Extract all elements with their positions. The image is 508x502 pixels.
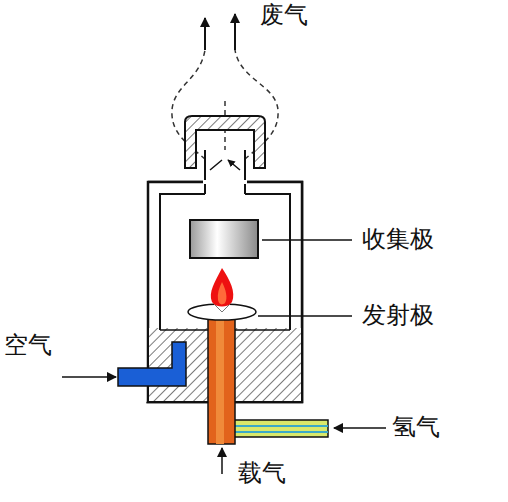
air-label: 空气 — [4, 332, 52, 358]
emitter-label: 发射极 — [362, 302, 434, 328]
carrier-gas-label: 载气 — [238, 460, 286, 486]
hydrogen-label: 氢气 — [392, 414, 440, 440]
collector-label: 收集极 — [362, 226, 434, 252]
exhaust-label: 废气 — [260, 2, 308, 28]
